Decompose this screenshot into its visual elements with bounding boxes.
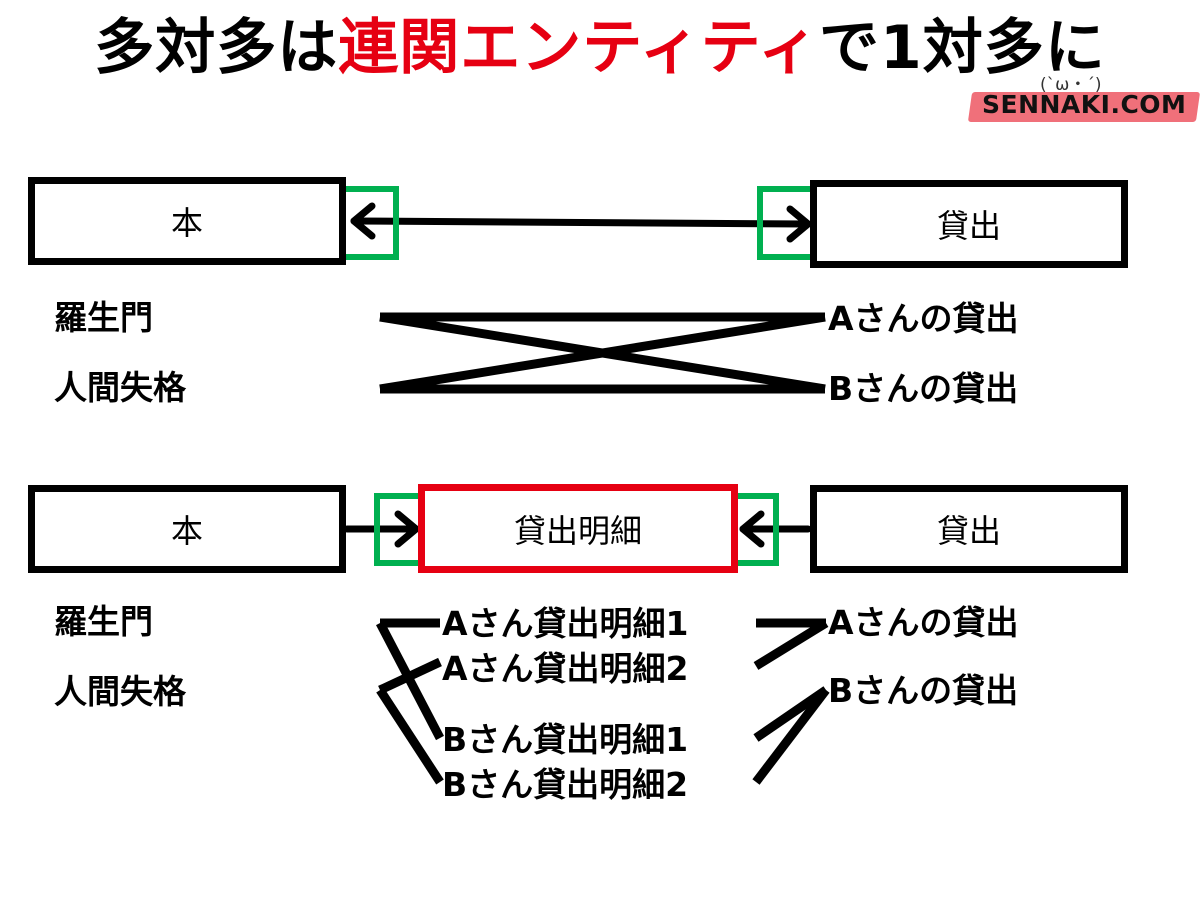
link-line [376,687,444,785]
loan-detail-label: Aさん貸出明細2 [442,649,689,688]
arrowhead-left [350,202,376,240]
entity-box-book: 本 [28,485,346,573]
book-label: 羅生門 [54,298,153,337]
entity-box-label: 本 [170,512,203,550]
loan-label: Bさんの貸出 [828,671,1019,710]
entity-box-book: 本 [28,177,346,265]
loan-detail-label: Bさん貸出明細1 [442,720,689,759]
page-title: 多対多は連関エンティティで1対多に [0,6,1200,90]
brand-badge: SENNAKI.COM [967,86,1200,124]
loan-label: Aさんの貸出 [828,299,1019,338]
link-line [379,312,826,394]
title-part1: 多対多は [94,13,339,83]
entity-box-loan-detail: 貸出明細 [418,484,738,573]
one-to-many-lines [376,618,830,785]
loan-detail-label: Aさん貸出明細1 [442,604,689,643]
link-line [378,657,442,695]
loan-label: Bさんの貸出 [828,369,1019,408]
link-line [753,619,829,670]
entity-box-label: 本 [170,204,203,242]
link-line [752,687,830,785]
arrow-shaft [350,217,812,228]
book-label: 羅生門 [54,602,153,641]
arrowhead-left [394,510,420,548]
entity-box-label: 貸出 [936,512,1001,550]
entity-box-label: 貸出明細 [513,511,642,550]
book-label: 人間失格 [54,368,186,407]
many-to-many-arrow [350,202,812,243]
entity-box-loan: 貸出 [810,485,1128,573]
brand-text: SENNAKI.COM [982,90,1187,119]
loan-detail-label: Bさん貸出明細2 [442,765,689,804]
one-to-many-arrows [343,510,812,548]
title-highlight: 連関エンティティ [338,13,820,83]
arrowhead-right [739,510,765,548]
arrowhead-right [786,205,812,243]
loan-label: Aさんの貸出 [828,603,1019,642]
book-label: 人間失格 [54,672,186,711]
many-to-many-lines [379,312,826,394]
entity-box-label: 貸出 [936,207,1001,245]
entity-box-loan: 貸出 [810,180,1128,268]
title-part3: で1対多に [819,13,1106,83]
brand-face: (`ω・´) [1040,75,1102,95]
